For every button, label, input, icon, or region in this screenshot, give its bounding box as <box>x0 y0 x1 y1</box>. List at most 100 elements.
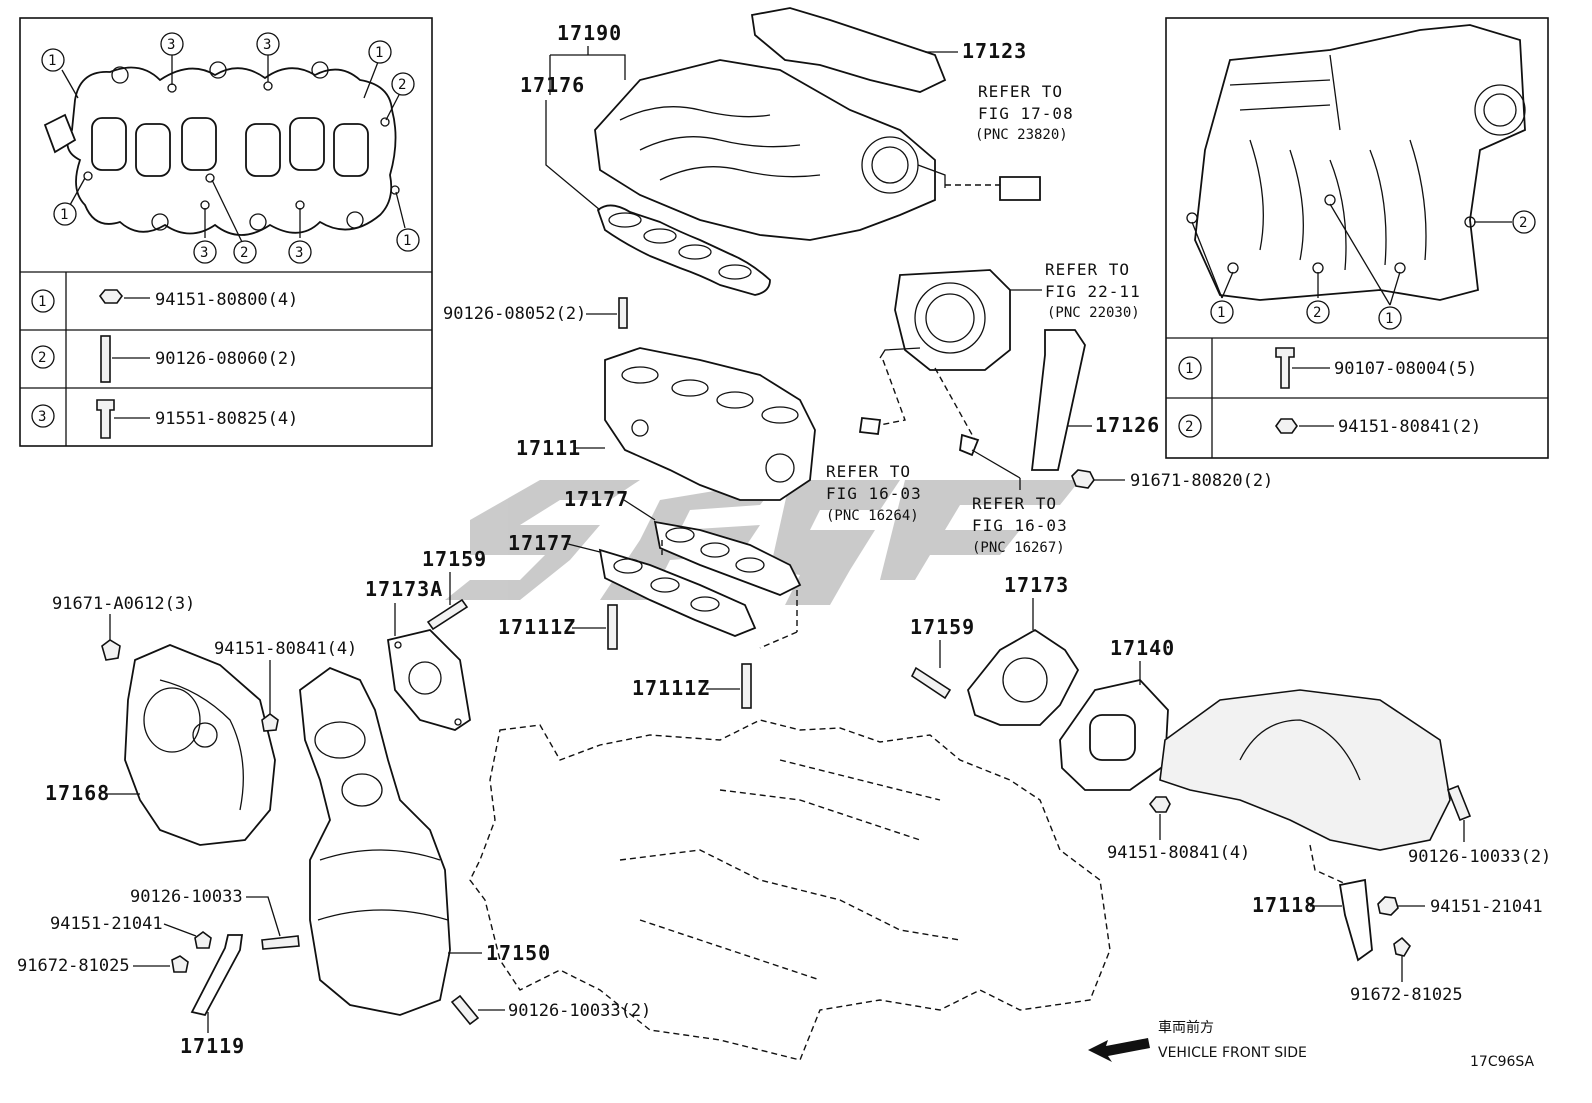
figure-code: 17C96SA <box>1470 1054 1535 1070</box>
label-91671-a0612: 91671-A0612(3) <box>52 594 195 614</box>
svg-text:(PNC 16267): (PNC 16267) <box>972 540 1065 556</box>
label-90126-10033: 90126-10033 <box>130 887 243 907</box>
bolt-icon <box>1275 347 1295 389</box>
gasket-17173a <box>386 629 471 731</box>
gasket-17177-lower <box>598 548 757 637</box>
bolt-icon <box>96 399 115 439</box>
svg-text:FIG 22-11: FIG 22-11 <box>1045 282 1141 301</box>
label-17119: 17119 <box>180 1034 245 1058</box>
label-17140: 17140 <box>1110 636 1175 660</box>
left-callouts: 1 3 3 1 2 1 3 2 3 1 <box>41 32 420 264</box>
stud-icon <box>100 335 111 383</box>
hose-23820 <box>999 176 1041 201</box>
svg-text:1: 1 <box>38 294 46 310</box>
bolt-icon <box>171 955 189 973</box>
engine-block-outline <box>469 719 1111 1061</box>
callout-1: 1 <box>1217 305 1225 321</box>
right-detail-box: 1 2 1 2 1 90107-08004(5) 2 94151-80841(2… <box>1165 17 1549 459</box>
label-91672-81025-left: 91672-81025 <box>17 956 130 976</box>
svg-text:REFER TO: REFER TO <box>1045 260 1130 279</box>
part-number: 94151-80800(4) <box>155 290 298 310</box>
stud-icon <box>261 935 300 950</box>
svg-text:FIG 16-03: FIG 16-03 <box>972 516 1068 535</box>
label-17111z-a: 17111Z <box>498 615 576 639</box>
nut-icon <box>1377 896 1399 916</box>
label-91671-80820: 91671-80820(2) <box>1130 471 1273 491</box>
right-table-row-1: 1 90107-08004(5) <box>1178 347 1477 389</box>
bracket-17126 <box>1030 329 1086 471</box>
label-17173: 17173 <box>1004 573 1069 597</box>
exhaust-manifold-17150 <box>299 666 451 1016</box>
label-94151-80841-left: 94151-80841(4) <box>214 639 357 659</box>
callout-1: 1 <box>403 233 411 249</box>
svg-text:FIG 16-03: FIG 16-03 <box>826 484 922 503</box>
refer-16-03-a: REFER TO FIG 16-03 (PNC 16264) <box>826 462 922 524</box>
label-17159-left: 17159 <box>422 547 487 571</box>
svg-text:FIG 17-08: FIG 17-08 <box>978 104 1074 123</box>
label-17111: 17111 <box>516 436 581 460</box>
bolt-icon <box>1393 936 1412 957</box>
svg-text:2: 2 <box>1185 419 1193 435</box>
label-17168: 17168 <box>45 781 110 805</box>
refer-22-11: REFER TO FIG 22-11 (PNC 22030) <box>1045 260 1141 321</box>
heat-insulator-17123 <box>750 7 947 93</box>
part-number: 90126-08060(2) <box>155 349 298 369</box>
vehicle-front-arrow: 車両前方 VEHICLE FRONT SIDE <box>1088 1019 1307 1062</box>
label-17177-lower: 17177 <box>508 531 573 555</box>
label-94151-80841-right: 94151-80841(4) <box>1107 843 1250 863</box>
nut-icon <box>1148 796 1171 813</box>
refer-16-03-b: REFER TO FIG 16-03 (PNC 16267) <box>972 494 1068 556</box>
callout-1: 1 <box>375 45 383 61</box>
svg-text:(PNC 22030): (PNC 22030) <box>1047 305 1140 321</box>
refer-17-08: REFER TO FIG 17-08 (PNC 23820) <box>975 82 1074 143</box>
callout-1: 1 <box>1385 311 1393 327</box>
label-90126-10033-2-right: 90126-10033(2) <box>1408 847 1551 867</box>
stud-icon <box>1446 784 1472 822</box>
stud-icon <box>910 666 952 700</box>
svg-text:REFER TO: REFER TO <box>972 494 1057 513</box>
label-91672-81025-right: 91672-81025 <box>1350 985 1463 1005</box>
callout-2: 2 <box>240 245 248 261</box>
svg-text:(PNC 16264): (PNC 16264) <box>826 508 919 524</box>
label-17126: 17126 <box>1095 413 1160 437</box>
left-table-row-2: 2 90126-08060(2) <box>31 335 298 383</box>
callout-2: 2 <box>398 77 406 93</box>
svg-text:REFER TO: REFER TO <box>978 82 1063 101</box>
direction-jp: 車両前方 <box>1158 1019 1214 1036</box>
throttle-body <box>879 269 1011 371</box>
hose-16267 <box>959 433 980 457</box>
label-94151-21041-right: 94151-21041 <box>1430 897 1543 917</box>
label-17150: 17150 <box>486 941 551 965</box>
callout-1: 1 <box>60 207 68 223</box>
part-number: 94151-80841(2) <box>1338 417 1481 437</box>
svg-text:2: 2 <box>38 350 46 366</box>
gasket-17173 <box>967 628 1080 726</box>
nut-icon <box>1275 418 1298 434</box>
callout-2: 2 <box>1519 215 1527 231</box>
svg-text:REFER TO: REFER TO <box>826 462 911 481</box>
svg-text:1: 1 <box>1185 361 1193 377</box>
bracket-17119 <box>190 934 244 1017</box>
nut-icon <box>98 289 124 304</box>
heat-insulator-17168 <box>124 644 276 846</box>
svg-text:3: 3 <box>38 409 46 425</box>
callout-3: 3 <box>200 245 208 261</box>
right-table-row-2: 2 94151-80841(2) <box>1178 414 1481 438</box>
gasket-17176 <box>596 204 771 296</box>
stud-icon <box>426 598 469 631</box>
stud-icon <box>607 604 618 650</box>
label-17190: 17190 <box>557 21 622 45</box>
bracket-17118 <box>1338 878 1373 962</box>
label-17176: 17176 <box>520 73 585 97</box>
left-table-row-3: 3 91551-80825(4) <box>31 399 298 439</box>
callout-2: 2 <box>1313 305 1321 321</box>
manifold-top-view <box>1186 24 1526 306</box>
nut-icon <box>261 713 279 732</box>
label-17173a: 17173A <box>365 577 443 601</box>
callout-3: 3 <box>167 37 175 53</box>
callout-3: 3 <box>263 37 271 53</box>
label-17159-right: 17159 <box>910 615 975 639</box>
bolt-icon <box>1071 469 1095 489</box>
